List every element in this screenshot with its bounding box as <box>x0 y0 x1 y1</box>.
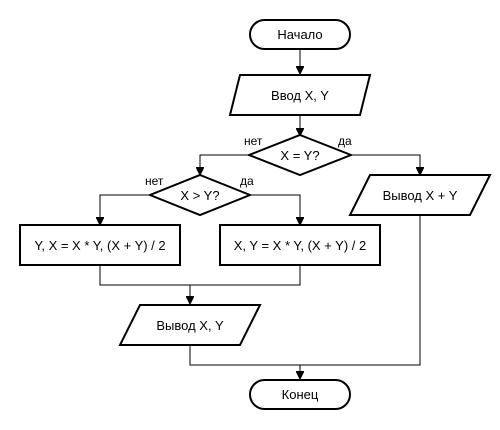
end-terminator: Конец <box>249 379 351 410</box>
end-label: Конец <box>282 387 319 402</box>
process-left-label: Y, X = X * Y, (X + Y) / 2 <box>34 238 165 253</box>
process-right-label: X, Y = X * Y, (X + Y) / 2 <box>234 238 367 253</box>
edge-decision-greater-yes <box>250 194 300 224</box>
output-sum-parallelogram: Вывод X + Y <box>348 174 492 216</box>
decision-greater-label: X > Y? <box>180 188 219 203</box>
output-xy-label: Вывод X, Y <box>156 318 224 333</box>
decision-greater-yes-label: да <box>240 174 254 188</box>
decision-greater-diamond: X > Y? нет да <box>145 173 254 217</box>
process-right-rect: X, Y = X * Y, (X + Y) / 2 <box>219 224 381 266</box>
decision-equal-yes-label: да <box>338 134 352 148</box>
edge-decision-equal-no <box>200 154 249 174</box>
decision-equal-diamond: X = Y? нет да <box>244 133 354 177</box>
start-label: Начало <box>277 27 322 42</box>
start-terminator: Начало <box>249 19 351 50</box>
decision-greater-no-label: нет <box>145 174 164 188</box>
input-label: Ввод X, Y <box>271 88 329 103</box>
process-left-rect: Y, X = X * Y, (X + Y) / 2 <box>19 224 181 266</box>
decision-equal-no-label: нет <box>244 134 263 148</box>
edge-decision-equal-yes <box>351 154 420 174</box>
output-sum-label: Вывод X + Y <box>383 188 458 203</box>
connectors <box>100 49 420 378</box>
input-parallelogram: Ввод X, Y <box>228 74 372 116</box>
edge-decision-greater-no <box>100 194 150 224</box>
decision-equal-label: X = Y? <box>280 148 319 163</box>
edge-output-xy-to-merge <box>189 215 421 366</box>
output-xy-parallelogram: Вывод X, Y <box>118 304 262 346</box>
edge-process-left-merge <box>99 265 301 286</box>
